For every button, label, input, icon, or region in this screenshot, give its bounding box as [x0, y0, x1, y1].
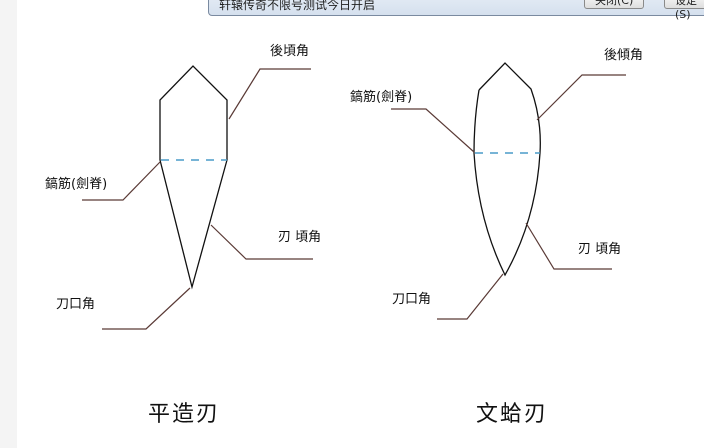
- flat-blade-outline: [159, 65, 228, 290]
- settings-button[interactable]: 设定(S): [664, 0, 704, 21]
- flat-leader-lines: [82, 68, 313, 330]
- flat-blade-angle-label: 刃 頃角: [278, 230, 322, 245]
- flat-ridge-label: 鎬筋(劍脊): [45, 177, 108, 192]
- clam-blade-caption: 文蛤刃: [476, 402, 549, 427]
- flat-blade-caption: 平造刃: [148, 402, 221, 427]
- clam-blade-angle-label: 刃 頃角: [578, 242, 622, 257]
- left-margin: [0, 0, 17, 448]
- close-button[interactable]: 关闭(C): [584, 0, 645, 9]
- clam-edge-angle-label: 刀口角: [392, 292, 432, 307]
- clam-blade-outline: [473, 62, 541, 277]
- flat-back-angle-label: 後頃角: [270, 44, 310, 59]
- clam-leader-lines: [391, 74, 626, 320]
- clam-ridge-label: 鎬筋(劍脊): [350, 90, 413, 105]
- notification-text[interactable]: 轩辕传奇不限号测试今日开启: [219, 0, 376, 12]
- flat-edge-angle-label: 刀口角: [56, 297, 96, 312]
- notification-bar: 轩辕传奇不限号测试今日开启 关闭(C) 设定(S): [208, 0, 704, 21]
- clam-back-angle-label: 後傾角: [604, 48, 644, 63]
